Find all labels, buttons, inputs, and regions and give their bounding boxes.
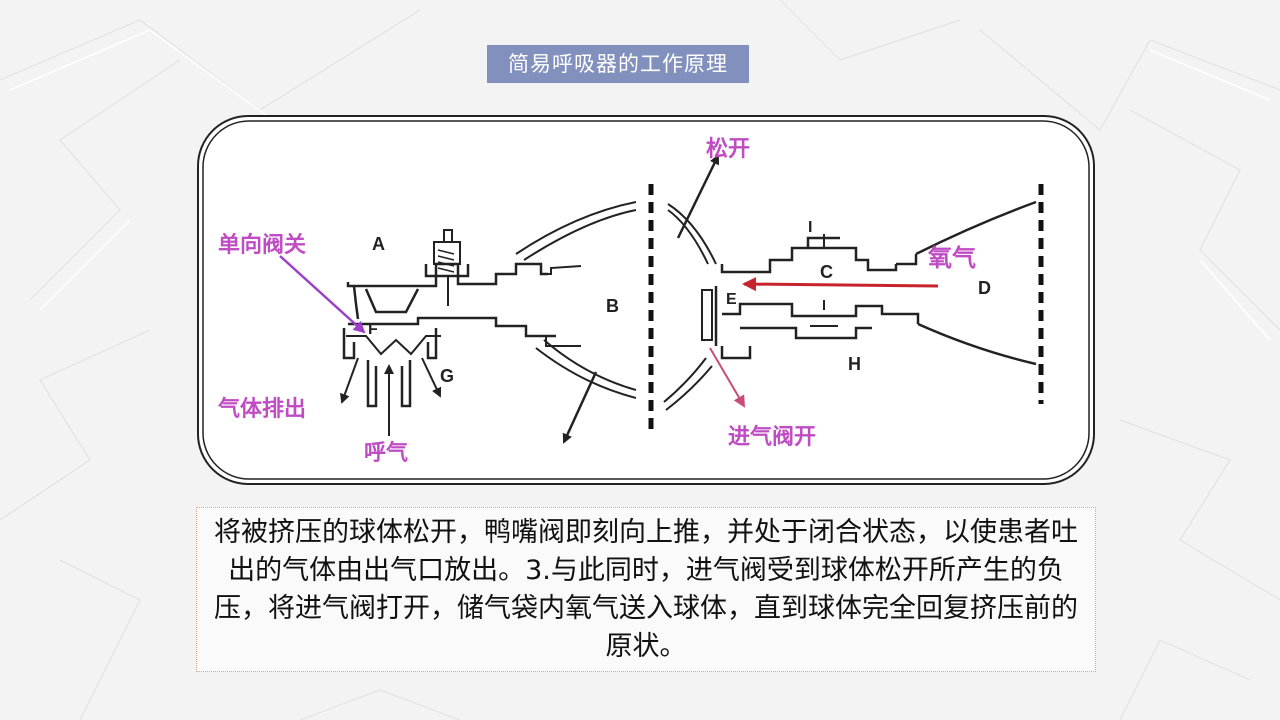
letter-g: G [440,366,454,386]
label-oxygen: 氧气 [928,243,976,272]
label-exhale: 呼气 [364,440,408,466]
label-release: 松开 [706,136,750,162]
bag-b-outline [515,201,637,399]
letter-e: E [726,291,737,308]
exhaust-arrow-left [340,357,359,404]
slide-title: 简易呼吸器的工作原理 [487,45,749,83]
resuscitator-diagram: 单向阀关 气体排出 呼气 松开 氧气 进气阀开 A B C D E F G H … [197,115,1095,485]
bag-expand-arrow [562,371,598,444]
bag-b-right-outline [663,203,717,411]
letter-a: A [372,234,385,254]
patient-valve-assembly [342,229,556,408]
release-arrow [676,154,720,239]
diagram-frame-inner [202,120,1090,480]
valve-close-pointer [279,255,366,334]
letter-d: D [978,278,991,298]
caption-text: 将被挤压的球体松开，鸭嘴阀即刻向上推，并处于闭合状态，以使患者吐出的气体由出气口… [214,517,1078,662]
label-inlet-valve-open: 进气阀开 [728,424,816,450]
label-gas-exhaust: 气体排出 [217,396,306,422]
letter-c: C [820,262,833,282]
letter-f: F [368,321,378,338]
oxygen-flow-arrow [742,277,939,292]
letter-i: I [808,219,812,236]
letter-h: H [848,354,861,374]
diagram-frame-outer [197,115,1095,485]
label-one-way-valve-close: 单向阀关 [218,232,306,258]
inlet-valve-assembly [701,200,1037,366]
inlet-valve-pointer [709,347,746,408]
letter-b: B [606,296,619,316]
exhaust-arrow-right [421,357,442,398]
caption-panel: 将被挤压的球体松开，鸭嘴阀即刻向上推，并处于闭合状态，以使患者吐出的气体由出气口… [196,507,1096,672]
